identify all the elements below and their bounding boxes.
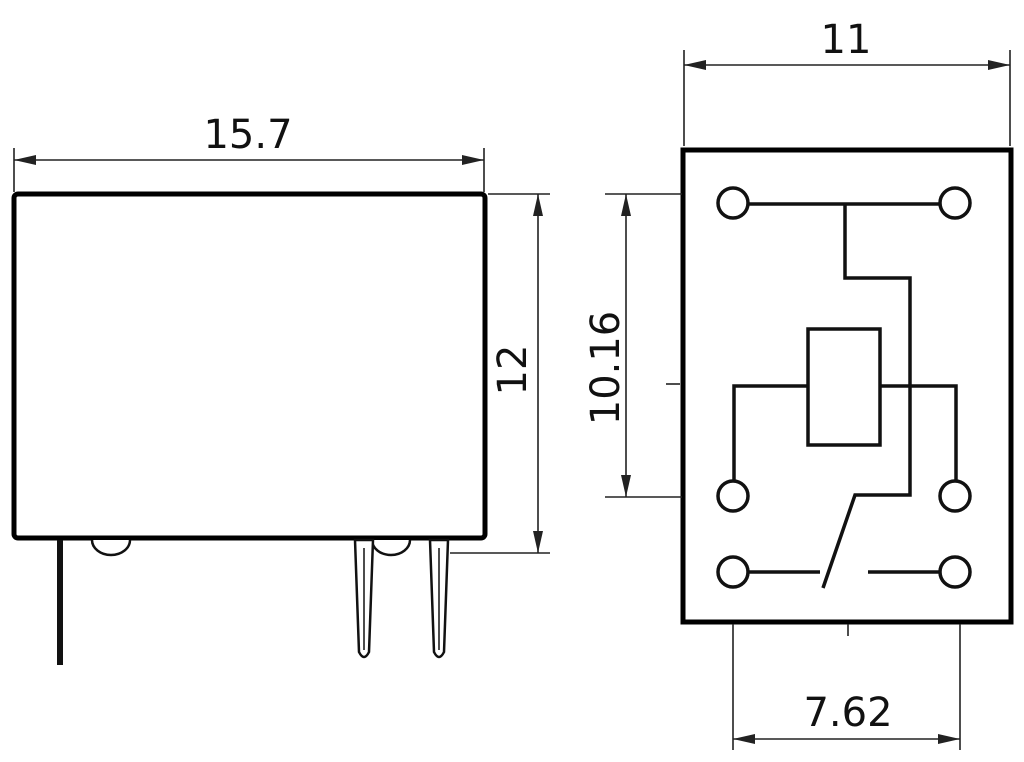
arrowhead-top [621,194,631,216]
side-height-label: 12 [490,345,536,396]
wire-coil-right [880,384,958,480]
arrowhead-bottom [533,531,543,553]
arrowhead-left [684,60,706,70]
arrowhead-right [938,734,960,744]
pad-bottom-left [716,555,750,589]
pad-bottom-right [938,555,972,589]
side-width-label: 15.7 [203,112,292,158]
standoff-bump-right [370,539,412,557]
arrowhead-top [533,194,543,216]
arrowhead-left [733,734,755,744]
coil [806,327,882,447]
wire-coil-left [732,384,808,480]
pad-middle-left [716,479,750,513]
top-width-label: 11 [821,17,872,63]
top-pitch-horizontal-label: 7.62 [803,690,892,736]
top-view: 11 10.16 7.62 [583,17,1014,750]
arrowhead-right [462,155,484,165]
pad-middle-right [938,479,972,513]
pad-top-right [938,186,972,220]
terminal-pads [716,186,972,589]
arrowhead-left [14,155,36,165]
standoff-bump-left [90,539,132,557]
arrowhead-right [988,60,1010,70]
arrowhead-bottom [621,475,631,497]
top-pitch-vertical-label: 10.16 [583,311,629,426]
relay-schematic [732,202,958,589]
pad-top-left [716,186,750,220]
side-view: 15.7 12 [11,112,550,665]
relay-body [11,191,488,541]
